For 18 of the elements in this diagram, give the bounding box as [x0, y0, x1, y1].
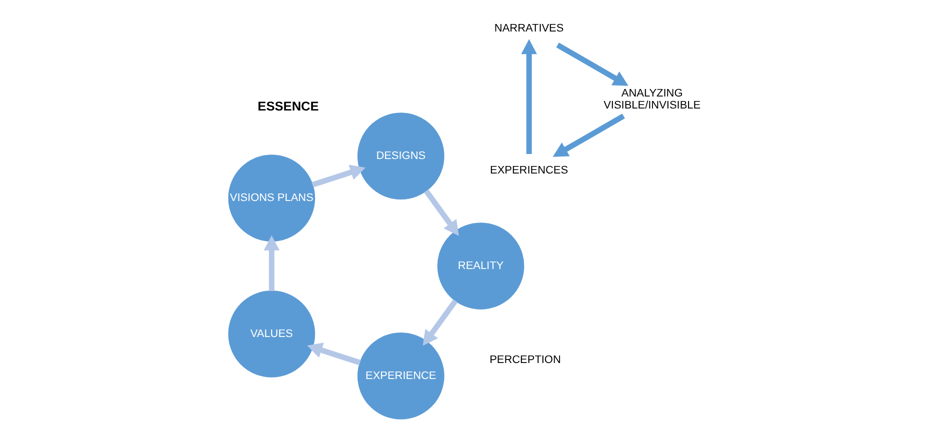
- arrow: [264, 235, 280, 291]
- arrow: [307, 342, 361, 366]
- node-text: NARRATIVES: [494, 22, 564, 34]
- node-circle: DESIGNS: [357, 112, 444, 200]
- node-circle: EXPERIENCE: [357, 332, 444, 420]
- arrow: [312, 164, 366, 188]
- arrow: [552, 114, 625, 157]
- label: PERCEPTION: [490, 354, 561, 366]
- node-text: ANALYZING VISIBLE/INVISIBLE: [604, 87, 701, 112]
- node-circle: REALITY: [437, 222, 524, 310]
- arrow: [556, 42, 628, 86]
- node-circle: VALUES: [228, 290, 316, 378]
- arrow: [422, 299, 458, 346]
- node-circle: VISIONS PLANS: [228, 154, 316, 242]
- node-text: EXPERIENCES: [490, 164, 568, 176]
- arrow: [521, 39, 537, 154]
- label: ESSENCE: [258, 98, 319, 114]
- arrow: [424, 189, 459, 236]
